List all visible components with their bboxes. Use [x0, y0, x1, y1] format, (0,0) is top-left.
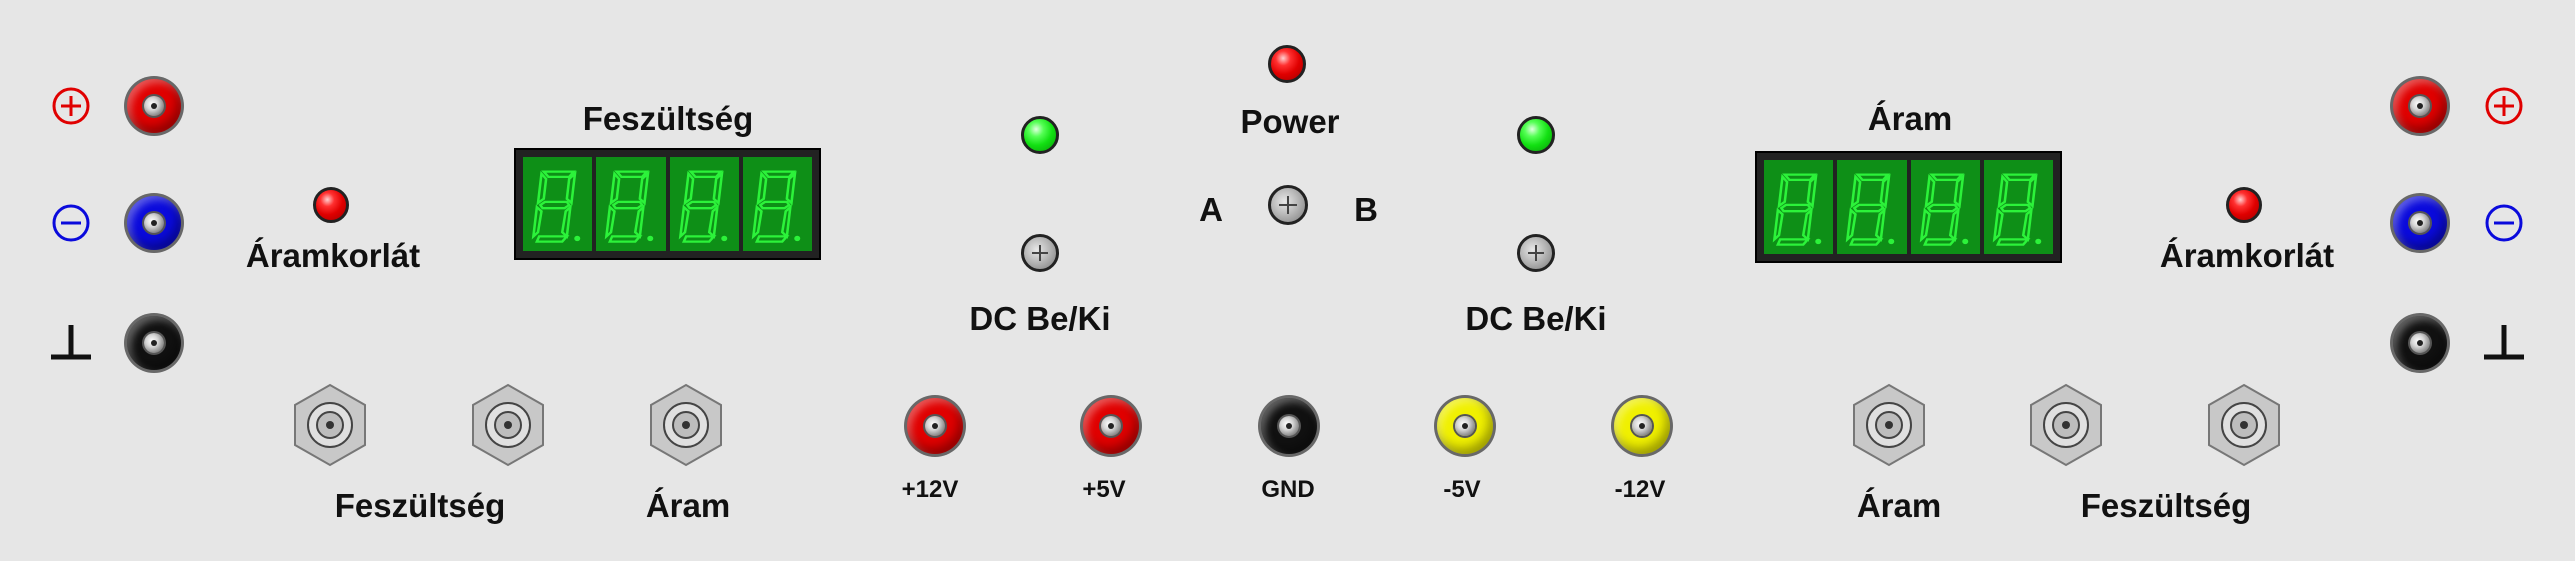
fixed-output-jack-minus5v[interactable] — [1437, 398, 1493, 454]
bnc-connector-voltage-left-1[interactable] — [288, 383, 372, 467]
display-digit — [523, 157, 593, 251]
bnc-connector-voltage-left-2[interactable] — [466, 383, 550, 467]
current-display — [1755, 151, 2062, 263]
right-ground-jack[interactable] — [2393, 316, 2447, 370]
left-dc-switch[interactable] — [1021, 234, 1059, 272]
channel-a-label: A — [1199, 191, 1223, 228]
bnc-connector-voltage-right-1[interactable] — [2024, 383, 2108, 467]
display-digit — [1983, 160, 2053, 254]
right-dc-status-led — [1517, 116, 1555, 154]
bnc-connector-voltage-right-2[interactable] — [2202, 383, 2286, 467]
right-positive-jack[interactable] — [2393, 79, 2447, 133]
display-digit — [669, 157, 739, 251]
left-positive-jack[interactable] — [127, 79, 181, 133]
channel-ab-switch[interactable] — [1268, 185, 1308, 225]
left-negative-jack[interactable] — [127, 196, 181, 250]
bnc-current-right-label: Áram — [1856, 487, 1942, 524]
left-ground-jack[interactable] — [127, 316, 181, 370]
power-label: Power — [1240, 103, 1340, 140]
right-current-limit-label: Áramkorlát — [2159, 237, 2335, 274]
fixed-output-label-gnd: GND — [1261, 476, 1315, 503]
fixed-output-jack-plus5v[interactable] — [1083, 398, 1139, 454]
display-digit — [1764, 160, 1834, 254]
display-digit — [1837, 160, 1907, 254]
fixed-output-label-plus5v: +5V — [1082, 476, 1126, 503]
bnc-connector-current-right[interactable] — [1847, 383, 1931, 467]
minus-circle-icon — [2485, 204, 2523, 242]
right-dc-switch[interactable] — [1517, 234, 1555, 272]
current-display-title: Áram — [1867, 100, 1953, 137]
voltage-display-title: Feszültség — [582, 100, 754, 137]
bnc-connector-current-left[interactable] — [644, 383, 728, 467]
fixed-output-label-plus12v: +12V — [901, 476, 959, 503]
display-digit — [596, 157, 666, 251]
power-led — [1268, 45, 1306, 83]
ground-symbol-icon — [51, 325, 91, 360]
left-dc-status-led — [1021, 116, 1059, 154]
bnc-current-left-label: Áram — [645, 487, 731, 524]
display-digit — [1910, 160, 1980, 254]
fixed-output-jack-plus12v[interactable] — [907, 398, 963, 454]
minus-circle-icon — [52, 204, 90, 242]
bnc-voltage-right-label: Feszültség — [2080, 487, 2252, 524]
right-current-limit-led — [2226, 187, 2262, 223]
fixed-output-label-minus5v: -5V — [1443, 476, 1481, 503]
right-dc-label: DC Be/Ki — [1465, 300, 1607, 337]
left-dc-label: DC Be/Ki — [969, 300, 1111, 337]
left-current-limit-label: Áramkorlát — [245, 237, 421, 274]
ground-symbol-icon — [2484, 325, 2524, 360]
display-digit — [742, 157, 812, 251]
plus-circle-icon — [2485, 87, 2523, 125]
voltage-display — [514, 148, 821, 260]
channel-b-label: B — [1354, 191, 1378, 228]
right-negative-jack[interactable] — [2393, 196, 2447, 250]
left-current-limit-led — [313, 187, 349, 223]
fixed-output-jack-gnd[interactable] — [1261, 398, 1317, 454]
bnc-voltage-left-label: Feszültség — [334, 487, 506, 524]
plus-circle-icon — [52, 87, 90, 125]
fixed-output-label-minus12v: -12V — [1614, 476, 1666, 503]
fixed-output-jack-minus12v[interactable] — [1614, 398, 1670, 454]
